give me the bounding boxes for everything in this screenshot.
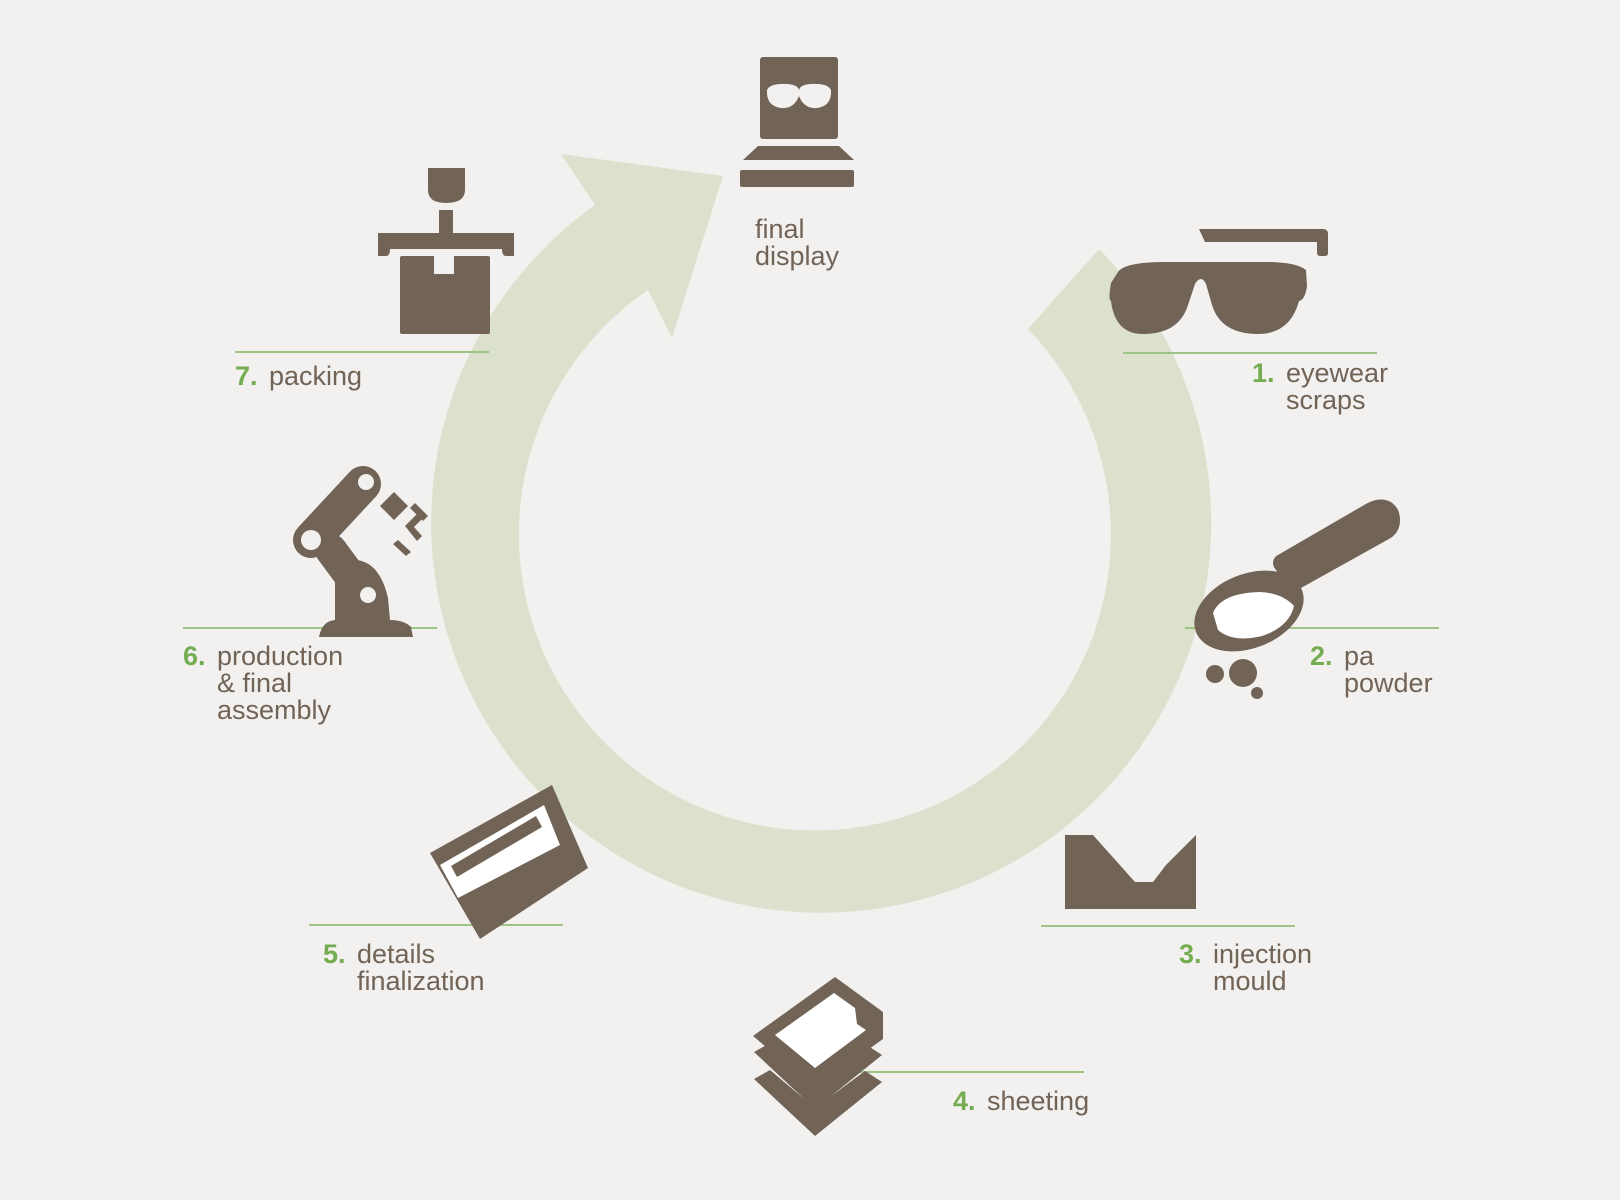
robot-arm-icon	[293, 466, 428, 637]
step-5-label: 5. details finalization	[323, 941, 485, 995]
step-3-text-line-1: injection	[1213, 939, 1313, 969]
mould-icon	[1065, 835, 1196, 909]
display-stand-icon	[740, 57, 854, 187]
step-4-text-line-1: sheeting	[987, 1086, 1090, 1116]
step-4-number: 4.	[953, 1086, 976, 1116]
step-5-text-line-2: finalization	[357, 966, 485, 996]
step-6-text-line-3: assembly	[217, 695, 332, 725]
step-1-label: 1. eyewear scraps	[1252, 360, 1388, 414]
step-5-number: 5.	[323, 939, 346, 969]
step-1-text-line-1: eyewear	[1286, 358, 1389, 388]
sheet-stack-icon	[753, 977, 883, 1136]
step-2-number: 2.	[1310, 641, 1333, 671]
final-text-line-1: final	[755, 214, 805, 244]
step-7-number: 7.	[235, 361, 258, 391]
final-text-line-2: display	[755, 241, 840, 271]
step-4-label: 4. sheeting	[953, 1088, 1089, 1115]
packing-machine-icon	[378, 168, 514, 334]
step-2-text-line-1: pa	[1344, 641, 1375, 671]
step-3-number: 3.	[1179, 939, 1202, 969]
step-7-label: 7. packing	[235, 363, 362, 390]
step-1-number: 1.	[1252, 358, 1275, 388]
sunglasses-icon	[1109, 229, 1328, 334]
step-1-text-line-2: scraps	[1286, 385, 1366, 415]
step-6-text-line-2: & final	[217, 668, 293, 698]
step-2-label: 2. pa powder	[1310, 643, 1433, 697]
scoop-powder-icon	[1194, 499, 1401, 699]
final-display-label: final display	[755, 216, 839, 270]
step-3-label: 3. injection mould	[1179, 941, 1312, 995]
step-2-text-line-2: powder	[1344, 668, 1433, 698]
step-5-text-line-1: details	[357, 939, 436, 969]
sanding-block-icon	[430, 785, 588, 939]
step-3-text-line-2: mould	[1213, 966, 1287, 996]
step-6-number: 6.	[183, 641, 206, 671]
step-6-label: 6. production & final assembly	[183, 643, 343, 724]
step-6-text-line-1: production	[217, 641, 344, 671]
step-7-text-line-1: packing	[269, 361, 363, 391]
